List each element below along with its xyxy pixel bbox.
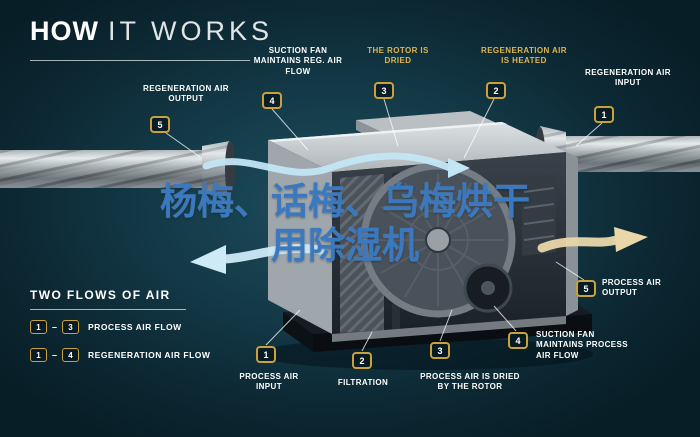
badge-4-bottom: 4	[508, 332, 528, 349]
regeneration-air-output-arrow	[537, 227, 648, 253]
label-rotor-is-dried: THE ROTOR IS DRIED	[367, 46, 429, 66]
badge-4-top: 4	[262, 92, 282, 109]
page-title-light: IT WORKS	[107, 16, 273, 46]
page-title-bold: HOW	[30, 16, 99, 46]
process-air-flow-arrow	[202, 152, 470, 178]
label-regeneration-air-output: REGENERATION AIR OUTPUT	[143, 84, 229, 104]
legend-regeneration-air-flow: 1 – 4 REGENERATION AIR FLOW	[30, 348, 210, 362]
process-air-output-arrow	[190, 244, 325, 274]
legend-label-process: PROCESS AIR FLOW	[88, 322, 182, 332]
legend-heading: TWO FLOWS OF AIR	[30, 288, 171, 302]
label-regeneration-air-input: REGENERATION AIR INPUT	[585, 68, 671, 88]
badge-3-top: 3	[374, 82, 394, 99]
watermark-line-2: 用除湿机	[271, 224, 419, 266]
label-suction-fan-process-air-flow: SUCTION FAN MAINTAINS PROCESS AIR FLOW	[536, 330, 628, 360]
badge-5-top: 5	[150, 116, 170, 133]
legend-process-air-flow: 1 – 3 PROCESS AIR FLOW	[30, 320, 182, 334]
watermark-text: 杨梅、话梅、乌梅烘干 用除湿机	[110, 180, 580, 267]
label-process-air-input: PROCESS AIR INPUT	[239, 372, 299, 392]
title-underline	[30, 60, 250, 61]
label-regeneration-air-heated: REGENERATION AIR IS HEATED	[481, 46, 567, 66]
badge-2-bottom: 2	[352, 352, 372, 369]
badge-2-top: 2	[486, 82, 506, 99]
badge-1-top: 1	[594, 106, 614, 123]
badge-5-bottom: 5	[576, 280, 596, 297]
label-filtration: FILTRATION	[337, 378, 389, 387]
leader-lines	[165, 98, 603, 352]
badge-3-bottom: 3	[430, 342, 450, 359]
watermark-line-1: 杨梅、话梅、乌梅烘干	[160, 181, 530, 222]
legend-separator: –	[52, 322, 58, 332]
page-title: HOW IT WORKS	[30, 16, 273, 47]
label-suction-fan-reg-air-flow: SUCTION FAN MAINTAINS REG. AIR FLOW	[253, 46, 343, 76]
badge-1-bottom: 1	[256, 346, 276, 363]
legend-separator-2: –	[52, 350, 58, 360]
legend-badge-4: 4	[62, 348, 80, 362]
legend-label-regeneration: REGENERATION AIR FLOW	[88, 350, 211, 360]
label-process-air-output: PROCESS AIR OUTPUT	[602, 278, 662, 298]
legend-badge-1b: 1	[30, 348, 47, 362]
legend-underline	[30, 309, 186, 310]
legend-badge-1: 1	[30, 320, 47, 334]
label-process-air-dried: PROCESS AIR IS DRIED BY THE ROTOR	[420, 372, 520, 392]
legend-badge-3: 3	[62, 320, 80, 334]
left-duct-illustration	[0, 141, 235, 197]
